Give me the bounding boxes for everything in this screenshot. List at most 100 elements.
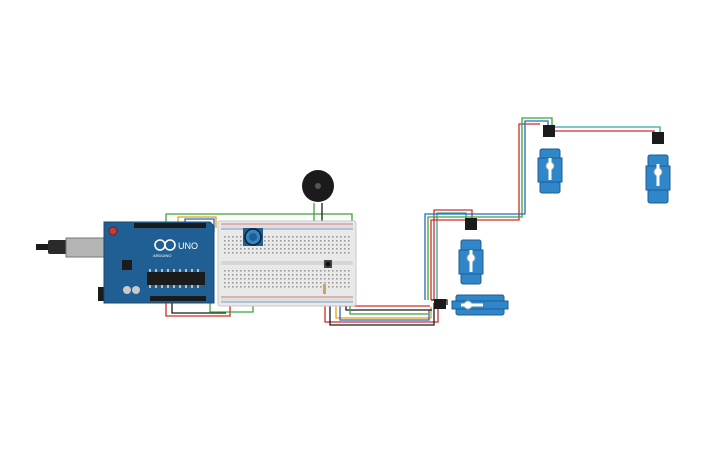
breadboard-hole[interactable] xyxy=(272,274,274,276)
breadboard-hole[interactable] xyxy=(324,282,326,284)
breadboard-hole[interactable] xyxy=(224,286,226,288)
breadboard-hole[interactable] xyxy=(236,270,238,272)
breadboard-hole[interactable] xyxy=(284,274,286,276)
breadboard-hole[interactable] xyxy=(232,274,234,276)
breadboard-hole[interactable] xyxy=(340,236,342,238)
breadboard-hole[interactable] xyxy=(296,286,298,288)
potentiometer[interactable] xyxy=(243,228,263,246)
breadboard-hole[interactable] xyxy=(248,282,250,284)
breadboard-hole[interactable] xyxy=(248,286,250,288)
breadboard-hole[interactable] xyxy=(308,248,310,250)
breadboard-hole[interactable] xyxy=(304,248,306,250)
breadboard-hole[interactable] xyxy=(248,270,250,272)
breadboard-hole[interactable] xyxy=(224,244,226,246)
breadboard-hole[interactable] xyxy=(268,248,270,250)
breadboard-hole[interactable] xyxy=(312,252,314,254)
breadboard-hole[interactable] xyxy=(244,248,246,250)
breadboard-hole[interactable] xyxy=(252,286,254,288)
breadboard-hole[interactable] xyxy=(280,252,282,254)
breadboard-hole[interactable] xyxy=(300,278,302,280)
breadboard-hole[interactable] xyxy=(240,278,242,280)
breadboard-hole[interactable] xyxy=(256,270,258,272)
breadboard-hole[interactable] xyxy=(312,244,314,246)
breadboard-hole[interactable] xyxy=(324,244,326,246)
breadboard-hole[interactable] xyxy=(252,278,254,280)
breadboard-hole[interactable] xyxy=(328,274,330,276)
breadboard-hole[interactable] xyxy=(276,252,278,254)
breadboard-hole[interactable] xyxy=(236,286,238,288)
breadboard-hole[interactable] xyxy=(268,278,270,280)
breadboard-hole[interactable] xyxy=(312,270,314,272)
breadboard-hole[interactable] xyxy=(288,282,290,284)
breadboard-hole[interactable] xyxy=(312,274,314,276)
breadboard-hole[interactable] xyxy=(268,244,270,246)
breadboard-hole[interactable] xyxy=(240,286,242,288)
breadboard-hole[interactable] xyxy=(340,282,342,284)
breadboard-hole[interactable] xyxy=(348,240,350,242)
breadboard-hole[interactable] xyxy=(276,274,278,276)
wire-blue-to-servo3[interactable] xyxy=(424,120,549,300)
breadboard-hole[interactable] xyxy=(224,240,226,242)
breadboard-hole[interactable] xyxy=(320,240,322,242)
breadboard-hole[interactable] xyxy=(260,270,262,272)
breadboard-hole[interactable] xyxy=(348,252,350,254)
breadboard-hole[interactable] xyxy=(264,240,266,242)
breadboard-hole[interactable] xyxy=(320,282,322,284)
breadboard-hole[interactable] xyxy=(288,270,290,272)
servo-3[interactable] xyxy=(537,125,563,194)
breadboard-hole[interactable] xyxy=(316,278,318,280)
breadboard-hole[interactable] xyxy=(256,248,258,250)
breadboard-hole[interactable] xyxy=(308,278,310,280)
breadboard-hole[interactable] xyxy=(232,252,234,254)
breadboard-hole[interactable] xyxy=(228,236,230,238)
breadboard-hole[interactable] xyxy=(252,282,254,284)
breadboard-hole[interactable] xyxy=(328,252,330,254)
breadboard-hole[interactable] xyxy=(268,274,270,276)
breadboard-hole[interactable] xyxy=(240,274,242,276)
breadboard-hole[interactable] xyxy=(344,286,346,288)
breadboard-hole[interactable] xyxy=(272,278,274,280)
breadboard-hole[interactable] xyxy=(332,282,334,284)
breadboard-hole[interactable] xyxy=(288,252,290,254)
breadboard-hole[interactable] xyxy=(236,244,238,246)
breadboard-hole[interactable] xyxy=(276,248,278,250)
breadboard-hole[interactable] xyxy=(232,282,234,284)
breadboard-hole[interactable] xyxy=(248,278,250,280)
breadboard-hole[interactable] xyxy=(344,270,346,272)
breadboard-hole[interactable] xyxy=(344,244,346,246)
breadboard-hole[interactable] xyxy=(284,270,286,272)
breadboard-hole[interactable] xyxy=(228,282,230,284)
breadboard-hole[interactable] xyxy=(280,244,282,246)
breadboard-hole[interactable] xyxy=(300,274,302,276)
breadboard-hole[interactable] xyxy=(284,252,286,254)
breadboard-hole[interactable] xyxy=(320,278,322,280)
breadboard-hole[interactable] xyxy=(336,270,338,272)
breadboard-hole[interactable] xyxy=(348,244,350,246)
breadboard-hole[interactable] xyxy=(284,236,286,238)
breadboard-hole[interactable] xyxy=(264,252,266,254)
wire-orange-arduino-breadboard[interactable] xyxy=(177,216,217,228)
breadboard-hole[interactable] xyxy=(308,244,310,246)
breadboard-hole[interactable] xyxy=(264,274,266,276)
breadboard-hole[interactable] xyxy=(232,270,234,272)
breadboard-hole[interactable] xyxy=(308,252,310,254)
breadboard-hole[interactable] xyxy=(284,244,286,246)
arduino-uno[interactable]: UNO ARDUINO xyxy=(36,221,215,304)
breadboard-hole[interactable] xyxy=(272,240,274,242)
breadboard-hole[interactable] xyxy=(276,278,278,280)
breadboard-hole[interactable] xyxy=(252,274,254,276)
breadboard-hole[interactable] xyxy=(348,274,350,276)
breadboard-hole[interactable] xyxy=(292,274,294,276)
breadboard-hole[interactable] xyxy=(304,244,306,246)
breadboard-hole[interactable] xyxy=(280,286,282,288)
breadboard-hole[interactable] xyxy=(320,244,322,246)
breadboard-hole[interactable] xyxy=(328,270,330,272)
breadboard-hole[interactable] xyxy=(284,286,286,288)
breadboard-hole[interactable] xyxy=(272,252,274,254)
breadboard-hole[interactable] xyxy=(248,252,250,254)
piezo-buzzer[interactable] xyxy=(302,170,334,202)
breadboard-hole[interactable] xyxy=(280,282,282,284)
breadboard-hole[interactable] xyxy=(264,282,266,284)
breadboard-hole[interactable] xyxy=(224,282,226,284)
breadboard-hole[interactable] xyxy=(244,270,246,272)
